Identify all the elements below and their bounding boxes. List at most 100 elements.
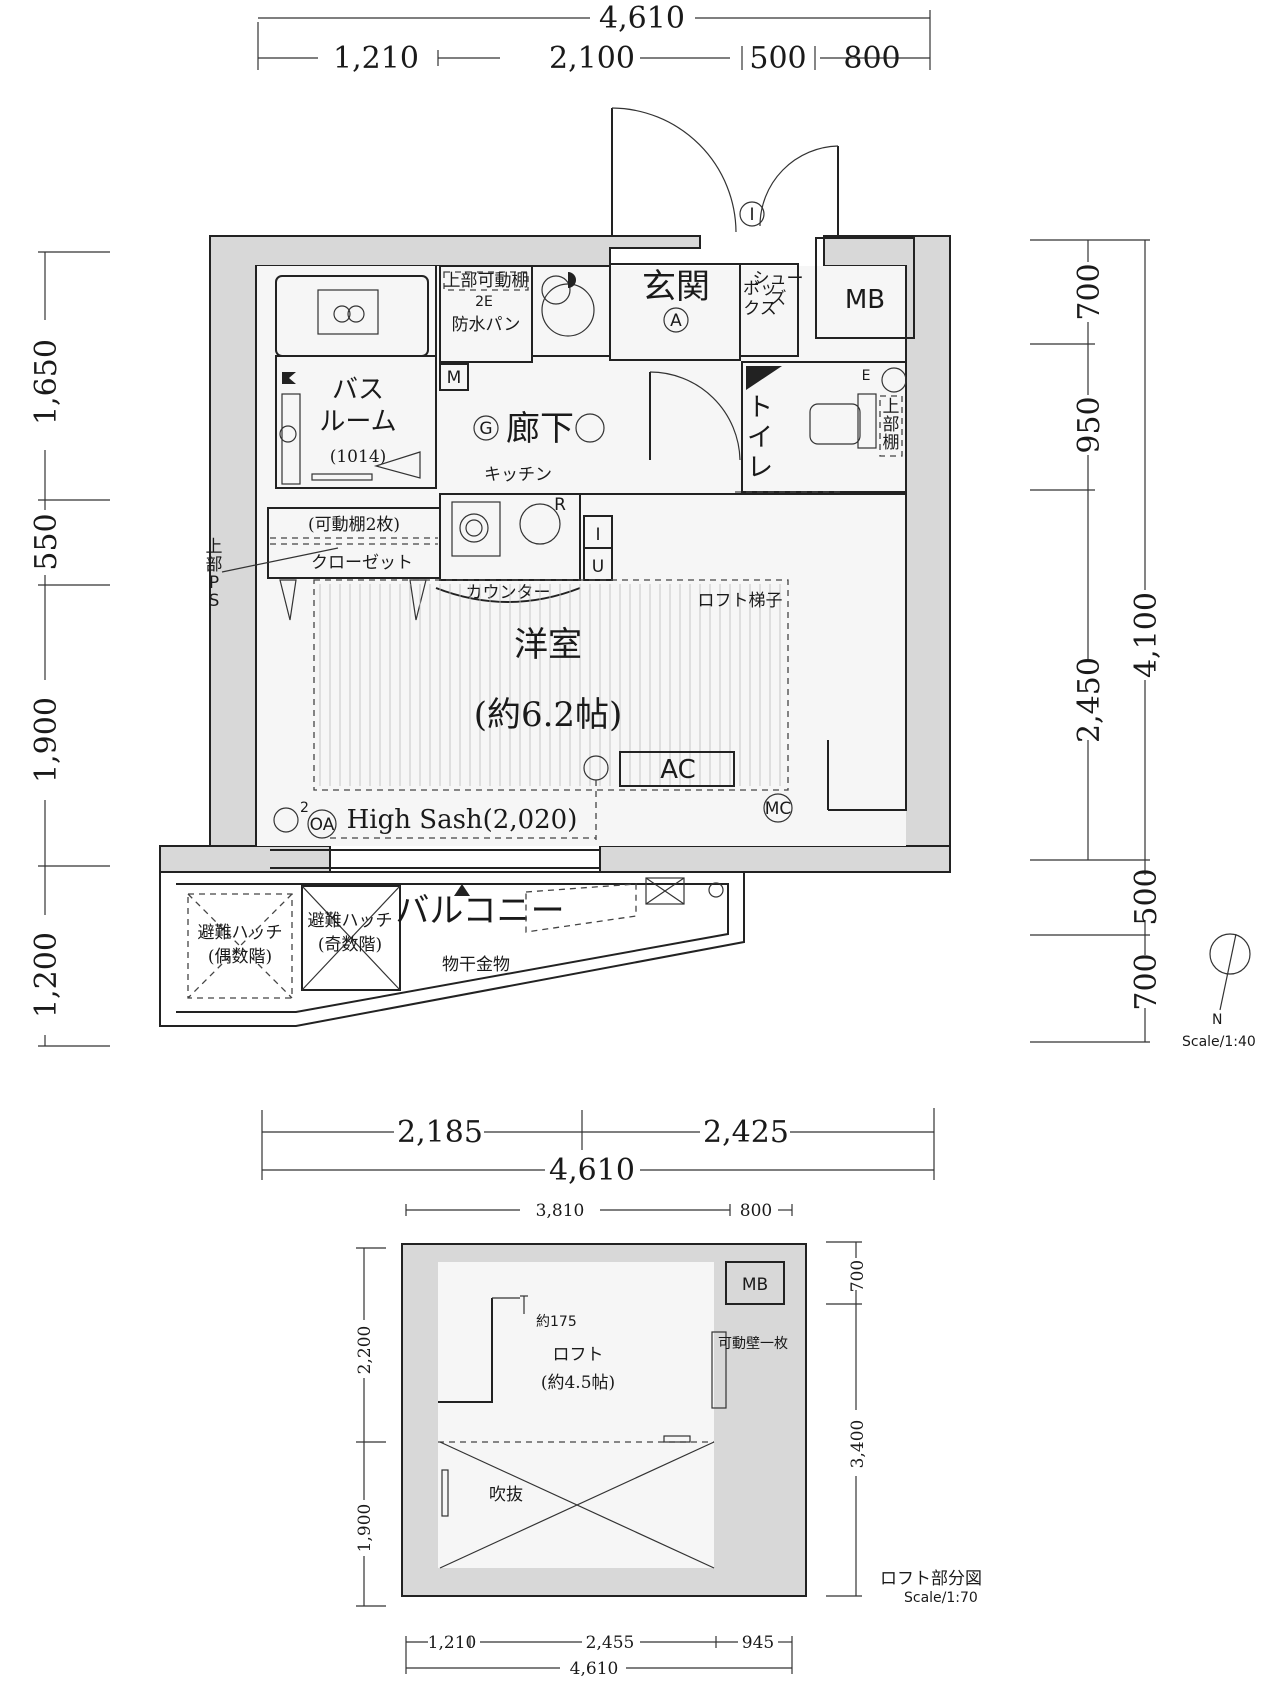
loft-left-dim-2: 1,900 [355, 1504, 375, 1553]
right-dim-5: 500 [1129, 868, 1164, 925]
bottom-dimensions: 2,185 2,425 4,610 [261, 1108, 935, 1188]
right-dim-4: 4,100 [1129, 592, 1164, 678]
toilet-label-3: レ [747, 453, 773, 483]
meter-m-mark: M [447, 368, 462, 388]
left-dim-2: 550 [29, 513, 64, 570]
hatch-odd-1: 避難ハッチ [308, 911, 393, 931]
western-room-size: (約6.2帖) [474, 695, 623, 735]
shoes-box-3: ボッ [743, 279, 777, 299]
right-dim-2: 950 [1072, 396, 1107, 453]
loft-left-dim-1: 2,200 [355, 1326, 375, 1375]
toilet: E ト イ レ 上 部 棚 [735, 361, 907, 493]
right-dim-1: 700 [1072, 263, 1107, 320]
ps-label-3: P [209, 573, 219, 593]
toilet-label-2: イ [747, 423, 773, 453]
left-dim-4: 1,200 [29, 932, 64, 1018]
loft-top-dim-1: 3,810 [536, 1201, 585, 1221]
ps-label-4: S [209, 591, 220, 611]
loft-size: (約4.5帖) [541, 1373, 615, 1393]
top-dim-3: 500 [749, 41, 806, 76]
bottom-dim-1: 2,185 [397, 1115, 483, 1150]
shoes-box-1: シュー [753, 269, 804, 289]
loft-top-dim-2: 800 [740, 1201, 772, 1221]
kitchen-label: キッチン [484, 465, 552, 485]
right-dim-3: 2,450 [1072, 657, 1107, 743]
toilet-shelf-1: 上 [883, 397, 900, 417]
gas-g-mark: G [479, 419, 492, 439]
loft-mb-label: MB [742, 1275, 768, 1295]
entrance-label: 玄関 [642, 267, 710, 307]
i-mark: I [595, 525, 600, 545]
toilet-shelf-2: 部 [883, 415, 900, 435]
u-mark: U [592, 557, 604, 577]
north-label: N [1212, 1012, 1222, 1028]
loft-right-dim-1: 700 [848, 1260, 868, 1292]
bath-label-2: ルーム [319, 407, 396, 437]
balcony-label: バルコニー [395, 891, 564, 931]
shoes-box-4: クス [743, 299, 777, 319]
loft-void-label: 吹抜 [489, 1485, 523, 1505]
top-dim-1: 1,210 [333, 41, 419, 76]
hallway-label: 廊下 [506, 409, 574, 449]
loft-bottom-dim-3: 945 [742, 1633, 774, 1653]
mc-mark: MC [765, 799, 792, 819]
loft-ladder-label: ロフト梯子 [698, 591, 783, 611]
ps-label-2: 部 [206, 555, 223, 575]
north-indicator: N Scale/1:40 [1182, 933, 1256, 1050]
mb-label: MB [845, 285, 885, 315]
toilet-e-mark: E [862, 368, 871, 384]
top-dim-2: 2,100 [549, 41, 635, 76]
toilet-label-1: ト [747, 393, 773, 423]
right-dimensions: 700 950 2,450 4,100 500 700 [1030, 239, 1164, 1043]
entrance-a-mark: A [670, 311, 682, 331]
left-dimensions: 1,650 550 1,900 1,200 [29, 251, 110, 1047]
range-r-mark: R [554, 495, 566, 515]
washer-area: 上部可動棚 2E 防水パン [439, 265, 611, 363]
loft-bottom-dim-1: 1,210 [428, 1633, 477, 1653]
counter-label: カウンター [466, 583, 551, 603]
left-dim-1: 1,650 [29, 339, 64, 425]
top-dim-total: 4,610 [599, 1, 685, 36]
balcony: 避難ハッチ (偶数階) 避難ハッチ (奇数階) バルコニー 物干金物 [159, 871, 745, 1027]
top-dim-4: 800 [843, 41, 900, 76]
left-dim-3: 1,900 [29, 697, 64, 783]
drying-hardware-label: 物干金物 [442, 955, 510, 975]
closet-label: クローゼット [311, 553, 413, 573]
shoes-box-2: ズ [770, 289, 787, 309]
loft-label: ロフト [553, 1345, 604, 1365]
loft-clearance: 約175 [536, 1314, 577, 1330]
bottom-dim-total: 4,610 [549, 1153, 635, 1188]
top-dimensions: 4,610 1,210 2,100 500 800 [257, 1, 931, 76]
closet-shelf-label: (可動棚2枚) [308, 515, 400, 535]
exterior-walls [159, 235, 951, 873]
hallway: G 廊下 キッチン R I U カウンター [435, 266, 741, 603]
closet: (可動棚2枚) クローゼット 上 部 P S [206, 507, 441, 621]
western-room-label: 洋室 [514, 625, 582, 665]
ac-label: AC [660, 755, 695, 785]
entrance-area: I 玄関 A シュー ズ ボッ クス MB [609, 107, 915, 361]
upper-shelf-label: 上部可動棚 [444, 271, 529, 291]
outlet-2-mark: 2 [300, 800, 309, 816]
bath-label-1: バス [332, 375, 384, 405]
toilet-shelf-3: 棚 [883, 433, 900, 453]
oa-mark: OA [310, 815, 335, 835]
loft-title: ロフト部分図 [880, 1569, 982, 1589]
loft-bottom-dim-2: 2,455 [586, 1633, 635, 1653]
hatch-even-1: 避難ハッチ [198, 923, 283, 943]
main-scale-label: Scale/1:40 [1182, 1034, 1256, 1050]
bath-size: (1014) [330, 447, 387, 467]
loft-scale: Scale/1:70 [904, 1590, 978, 1606]
shelf-2e-label: 2E [475, 294, 493, 310]
western-room: ロフト梯子 洋室 (約6.2帖) AC 2 OA MC High Sash(2,… [273, 493, 906, 840]
loft-plan: 3,810 800 MB 約175 可動壁一枚 ロフト (約4.5帖) 吹抜 7… [355, 1201, 982, 1679]
loft-bottom-total: 4,610 [570, 1659, 619, 1679]
loft-right-dim-2: 3,400 [848, 1420, 868, 1469]
right-dim-6: 700 [1129, 953, 1164, 1010]
bottom-dim-2: 2,425 [703, 1115, 789, 1150]
hatch-odd-2: (奇数階) [318, 935, 382, 955]
hatch-even-2: (偶数階) [208, 947, 272, 967]
water-pan-label: 防水パン [452, 315, 521, 335]
entrance-i-mark: I [749, 205, 754, 225]
ps-label-1: 上 [206, 537, 223, 557]
